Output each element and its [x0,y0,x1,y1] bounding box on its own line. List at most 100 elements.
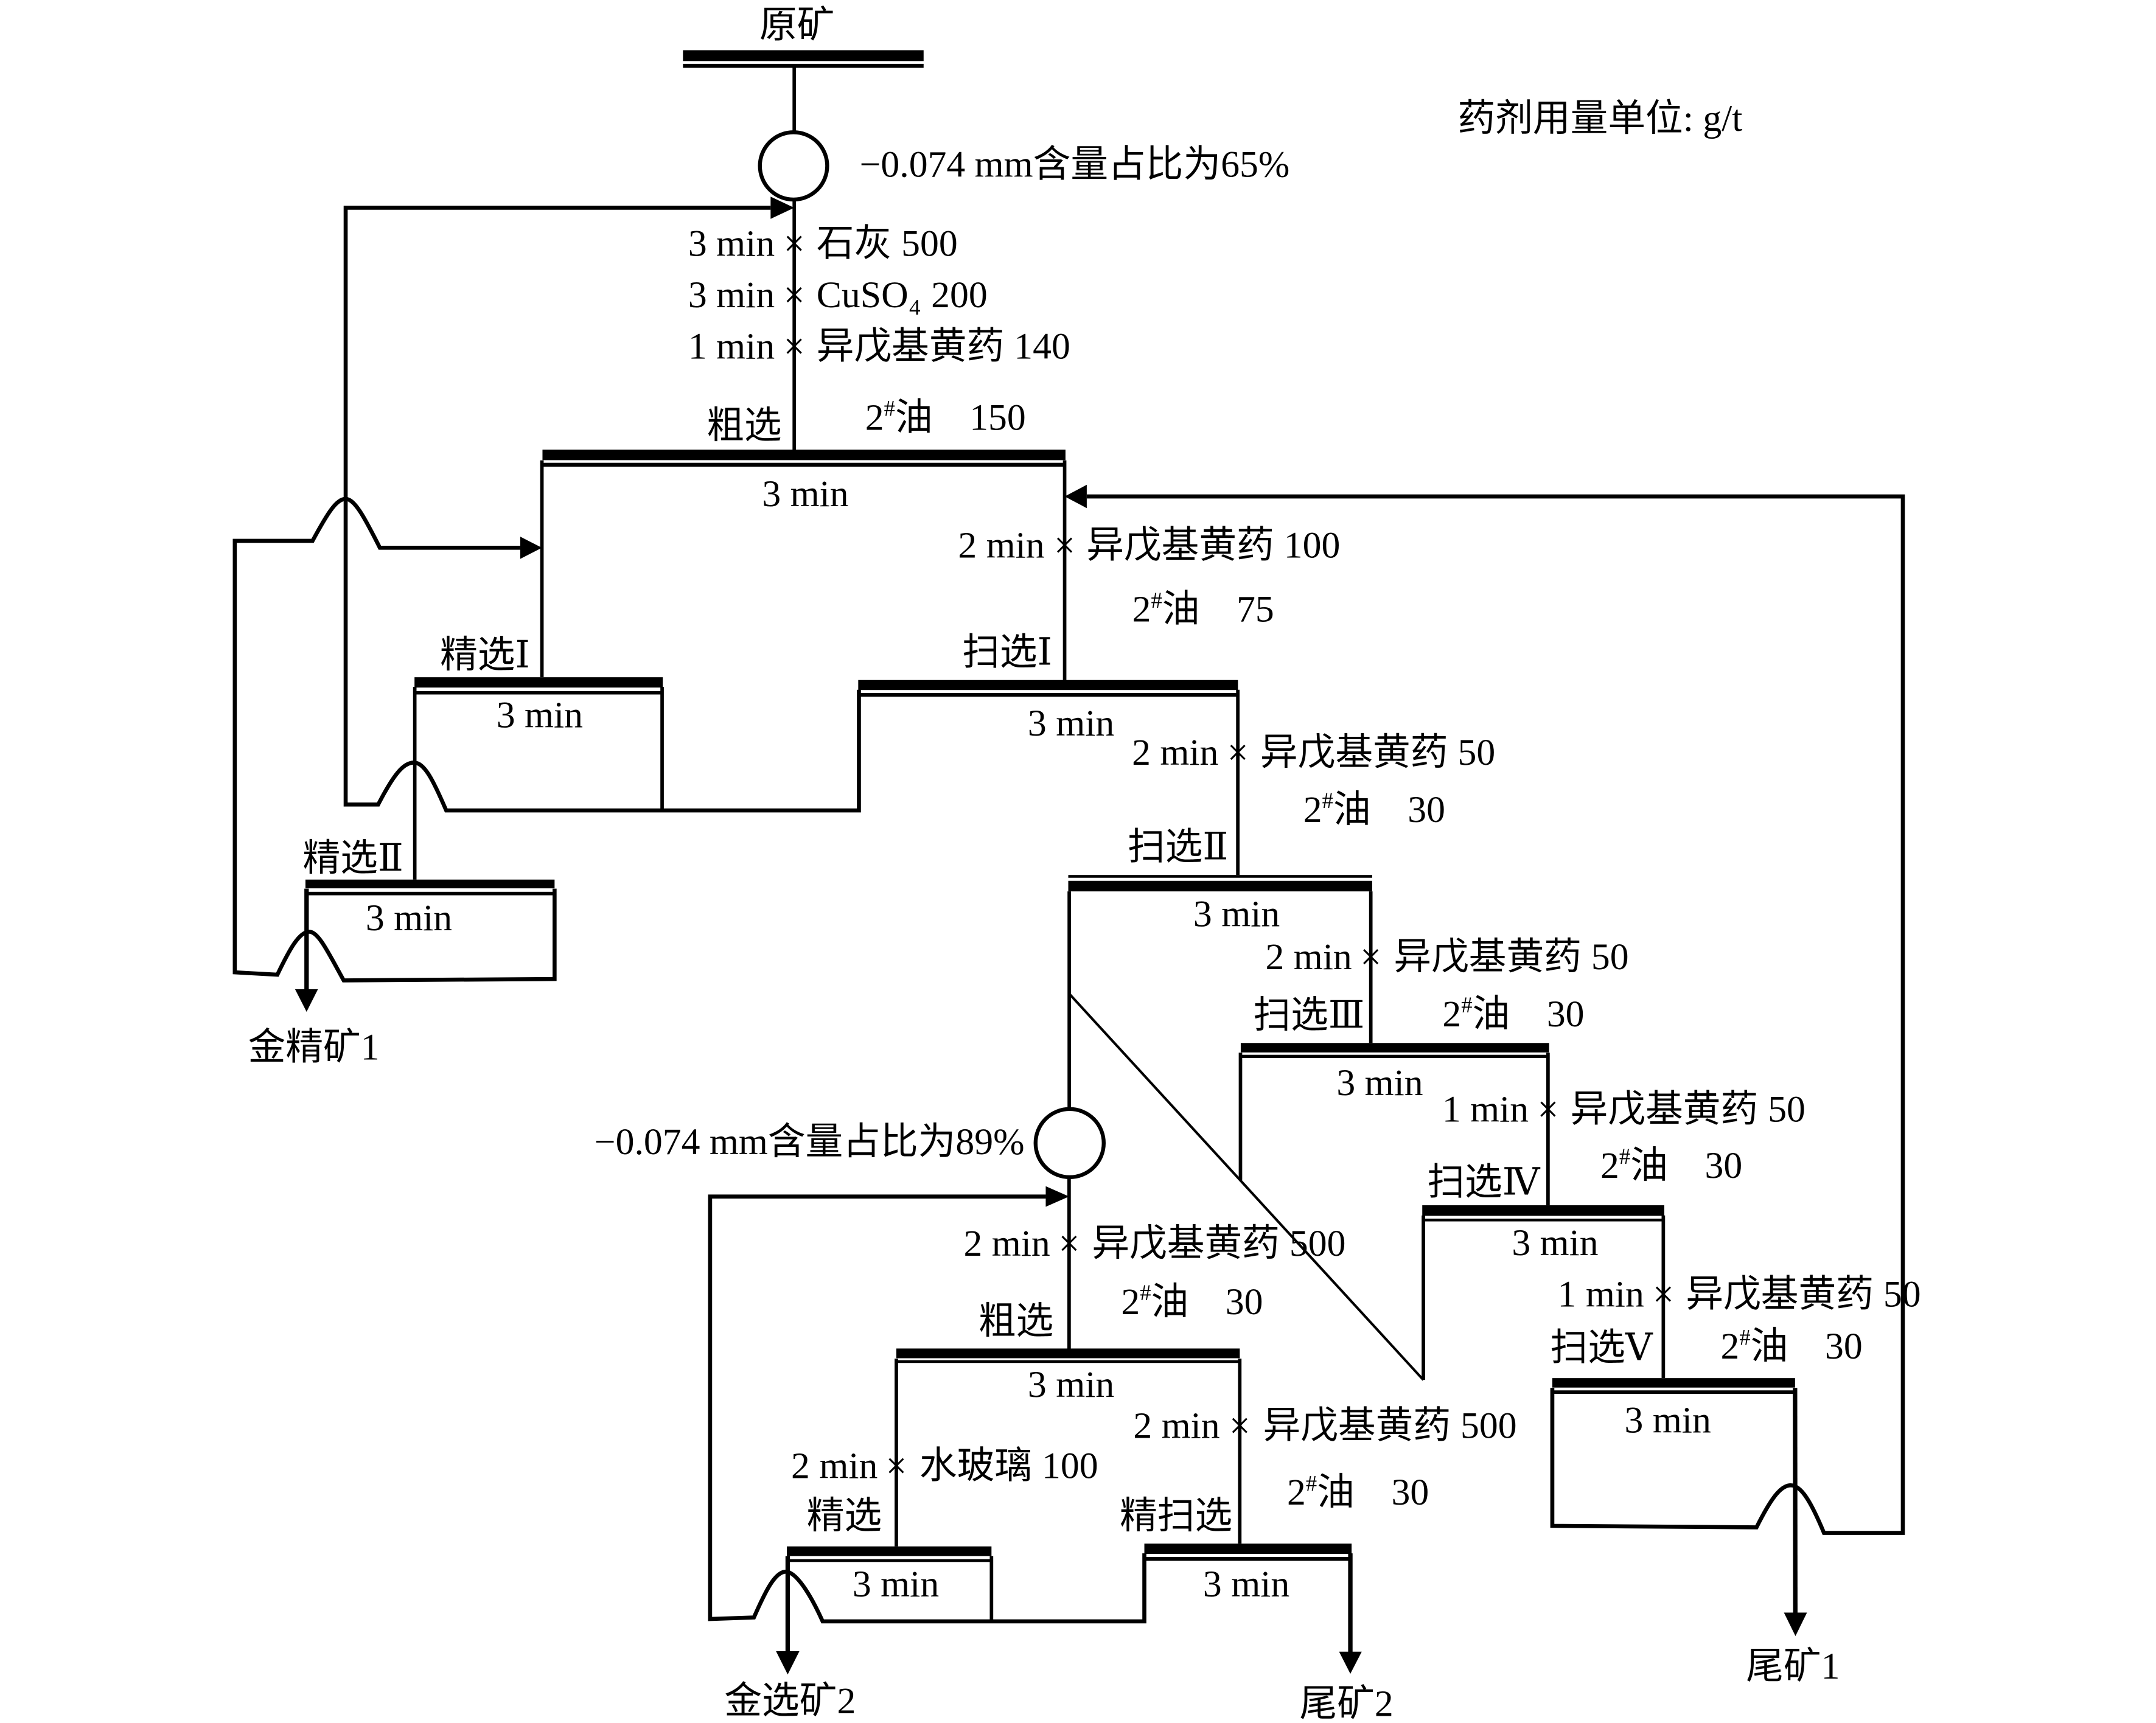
conditioning-time: 2 min [1266,936,1352,978]
frother-superscript: # [1739,1324,1750,1349]
cell-label-cleaner-2: 精选Ⅱ [303,838,403,879]
grinding-mill-1-icon [758,130,829,202]
cleaner-2-tailing-return-line [232,496,557,983]
conditioning-time: 1 min [1558,1274,1644,1315]
cell-bar-thin [1552,1390,1795,1394]
multiply-sign: × [1058,1223,1080,1264]
frother-superscript: # [884,395,895,420]
frother-number: 2 [1442,994,1461,1035]
frother-dose: 30 [1825,1326,1863,1367]
grinding-1-fineness: −0.074 mm含量占比为65% [860,144,1290,185]
conditioning-time: 3 min [688,223,775,265]
conditioning-time: 3 min [688,274,775,316]
frother-name: 2#油 [1121,1280,1188,1323]
product-gold-concentrate-2: 金选矿2 [724,1680,856,1722]
cell-label-rougher-1: 粗选 [706,405,781,447]
cell-label-cleaner-1: 精选Ⅰ [440,635,530,676]
cell-bar-thick [1552,1378,1795,1388]
multiply-sign: × [1229,1405,1251,1446]
feed-bin [683,50,924,68]
frother-name: 2#油 [1132,588,1200,630]
cell-time-scavenger-5: 3 min [1625,1399,1711,1441]
reagent-dose: 500 [1289,1223,1346,1264]
reagent-dose: 50 [1768,1088,1805,1130]
reagent-name: 异戊基黄药 [1260,732,1448,773]
cell-time-rougher-2: 3 min [1028,1364,1114,1405]
multiply-sign: × [784,326,805,367]
reagent-name: 异戊基黄药 [1092,1223,1280,1264]
cell-bar-thick [1240,1043,1549,1053]
frother-number: 2 [1600,1145,1619,1186]
cell-cleaner-2 [305,879,555,896]
frother-row: 2#油 30 [1600,1144,1742,1186]
cell-scavenger-5 [1552,1378,1795,1394]
reagent-dose: 50 [1591,936,1629,978]
arrowhead-right [770,197,795,219]
frother-name: 2#油 [1287,1471,1355,1513]
cell-bar-thick [305,879,555,889]
frother-number: 2 [1303,789,1322,830]
cell-bar-thick [787,1546,992,1556]
cell-bar-thick [1144,1544,1352,1554]
reagent-name: 异戊基黄药 [1571,1088,1759,1130]
cell-label-scavenger-3: 扫选Ⅲ [1253,995,1364,1036]
cell-time-cleaner-1: 3 min [497,694,583,736]
cell-cleaner [787,1546,992,1562]
arrowhead-down [776,1651,800,1675]
cell-bar-thin [542,462,1066,467]
frother-row: 2#油 30 [1287,1471,1429,1513]
frother-label: 油 [1630,1145,1668,1186]
frother-row: 2#油 30 [1121,1280,1263,1323]
reagent-dose: 200 [931,274,988,316]
reagent-dose: 100 [1042,1446,1098,1487]
cell-time-cleaner: 3 min [853,1564,939,1605]
multiply-sign: × [1537,1088,1558,1130]
feed-label: 原矿 [759,5,834,46]
frother-name: 2#油 [1442,992,1510,1035]
cell-bar-thin [896,1360,1240,1363]
frother-superscript: # [1619,1144,1630,1169]
arrowhead-down [1339,1651,1362,1674]
cell-bar-thick [542,449,1066,461]
frother-label: 油 [1751,1326,1788,1367]
frother-number: 2 [1721,1326,1740,1367]
frother-label: 油 [1317,1472,1355,1513]
cell-time-scavenger-4: 3 min [1512,1222,1598,1264]
frother-row: 2#油 30 [1442,992,1584,1035]
frother-dose: 30 [1547,994,1585,1035]
cell-label-cleaner: 精选 [807,1495,882,1537]
cell-time-cleaner-scavenger: 3 min [1203,1564,1289,1605]
frother-dose: 150 [969,397,1026,438]
multiply-sign: × [886,1446,907,1487]
cell-scavenger-3 [1240,1043,1549,1058]
middlings-return-line-1 [343,206,861,813]
frother-row: 2#油 30 [1721,1324,1863,1367]
frother-number: 2 [1121,1281,1140,1323]
frother-name: 2#油 [1721,1324,1788,1367]
unit-note: 药剂用量单位: g/t [1458,98,1743,139]
conditioning-time: 2 min [791,1446,877,1487]
cell-time-rougher-1: 3 min [762,473,848,515]
product-tailing-1: 尾矿1 [1746,1646,1840,1687]
frother-dose: 30 [1226,1281,1263,1323]
arrowhead-left [1064,484,1087,509]
scavenger-5-concentrate-return-line [1086,494,1905,1535]
arrowhead-down [295,989,318,1012]
product-gold-concentrate-1: 金精矿1 [248,1027,380,1068]
frother-label: 油 [895,397,933,438]
frother-row: 2#油 75 [1132,588,1274,630]
cell-bar-thick [896,1348,1240,1359]
cell-bar-thin [1144,1557,1352,1561]
frother-number: 2 [865,397,884,438]
cell-cleaner-scavenger [1144,1544,1352,1561]
